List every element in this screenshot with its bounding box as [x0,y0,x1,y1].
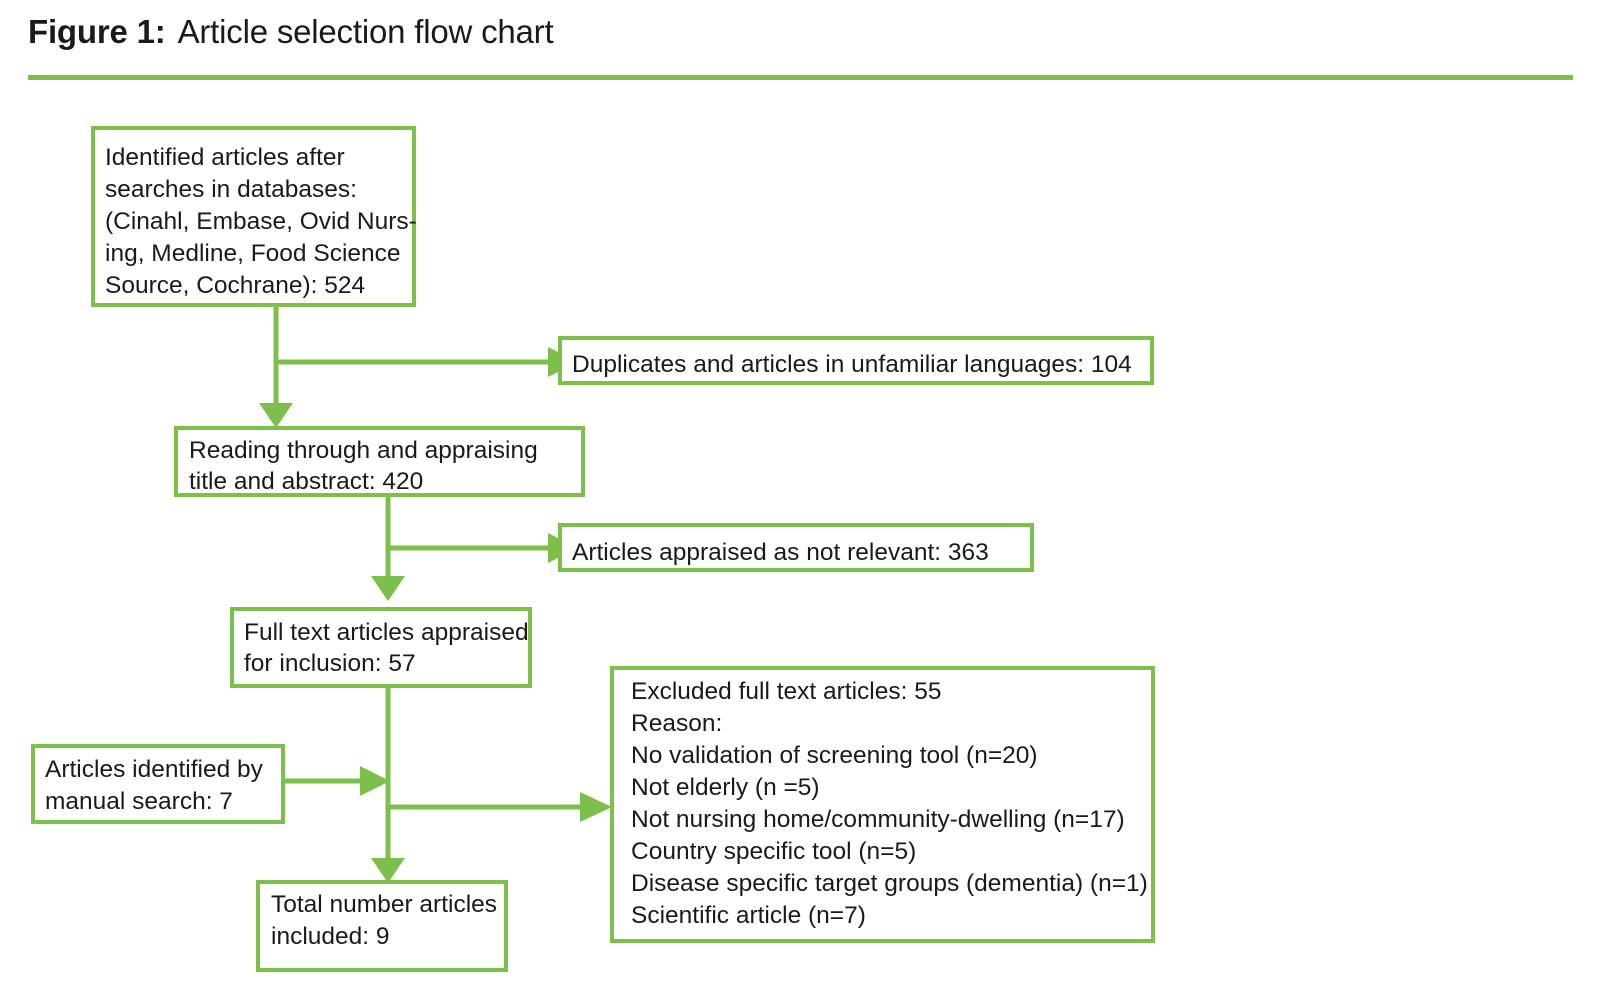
arrowhead-down-icon [259,403,293,428]
node-excluded-line-3: Not elderly (n =5) [631,774,820,801]
node-identified-line-3: ing, Medline, Food Science [105,240,401,267]
node-excluded-line-7: Scientific article (n=7) [631,902,866,929]
connector-reading-to-notrelevant [385,495,578,563]
figure-title: Figure 1: Article selection flow chart [28,10,554,54]
arrowhead-right-icon [580,792,612,822]
figure-caption: Article selection flow chart [177,13,554,50]
arrowhead-down-icon [371,858,405,883]
node-identified-line-4: Source, Cochrane): 524 [105,272,365,299]
node-identified-articles[interactable]: Identified articles after searches in da… [91,126,417,307]
connector-identified-to-duplicates [273,305,578,377]
title-divider [28,75,1573,80]
node-reading-appraising[interactable]: Reading through and appraising title and… [174,426,585,497]
node-identified-line-1: searches in databases: [105,176,357,203]
node-duplicates-excluded[interactable]: Duplicates and articles in unfamiliar la… [558,336,1154,385]
node-reading-line-0: Reading through and appraising [189,437,538,464]
node-excluded-line-0: Excluded full text articles: 55 [631,678,942,705]
figure-header: Figure 1: Article selection flow chart [0,0,1600,86]
node-reading-line-1: title and abstract: 420 [189,468,423,495]
node-notrelevant-line-0: Articles appraised as not relevant: 363 [572,539,989,566]
figure-label: Figure 1: [28,13,166,50]
node-excluded-full-text[interactable]: Excluded full text articles: 55 Reason: … [610,666,1155,943]
node-total-line-0: Total number articles [271,891,497,918]
node-fulltext-line-1: for inclusion: 57 [244,650,416,677]
arrowhead-right-icon [360,766,390,796]
node-identified-line-0: Identified articles after [105,144,345,171]
node-excluded-line-6: Disease specific target groups (dementia… [631,870,1148,897]
node-duplicates-line-0: Duplicates and articles in unfamiliar la… [572,351,1132,378]
node-excluded-line-1: Reason: [631,710,722,737]
connector-manual-to-fulltext-stem [283,766,390,796]
connector-fulltext-to-total [371,686,405,883]
node-excluded-line-2: No validation of screening tool (n=20) [631,742,1038,769]
connector-reading-to-fulltext [371,495,405,601]
node-manual-line-0: Articles identified by [45,756,264,783]
arrowhead-down-icon [371,576,405,601]
node-excluded-line-4: Not nursing home/community-dwelling (n=1… [631,806,1125,833]
node-appraised-not-relevant[interactable]: Articles appraised as not relevant: 363 [558,523,1034,572]
node-fulltext-line-0: Full text articles appraised [244,619,529,646]
node-total-included[interactable]: Total number articles included: 9 [256,880,508,972]
connector-fulltext-to-excluded [388,792,612,822]
connector-identified-to-reading [259,305,293,428]
node-full-text-appraised[interactable]: Full text articles appraised for inclusi… [230,607,532,688]
node-manual-line-1: manual search: 7 [45,788,233,815]
node-excluded-line-5: Country specific tool (n=5) [631,838,916,865]
node-identified-line-2: (Cinahl, Embase, Ovid Nurs- [105,208,417,235]
node-total-line-1: included: 9 [271,923,390,950]
node-manual-search[interactable]: Articles identified by manual search: 7 [31,744,285,824]
